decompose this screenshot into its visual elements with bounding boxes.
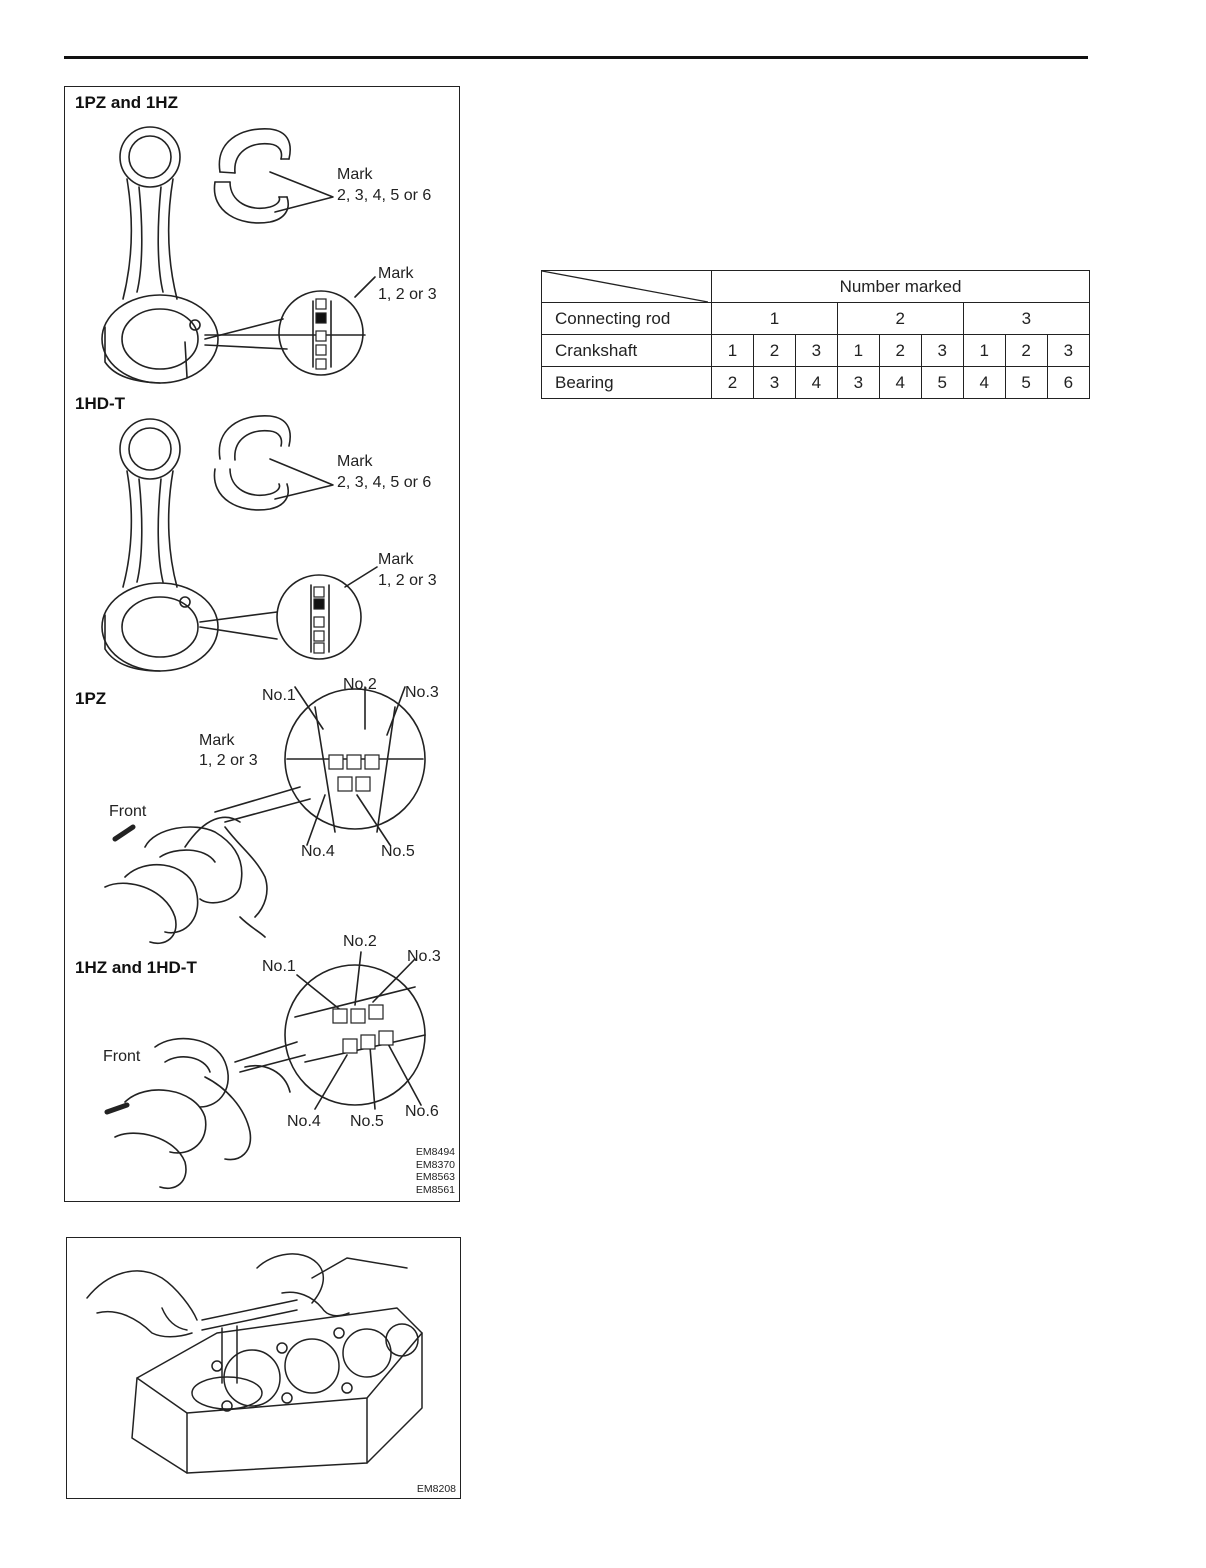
position-label-no5: No.5	[350, 1113, 384, 1130]
crankshaft-drawing-2	[114, 1037, 291, 1189]
bearing-mark-label: Mark	[337, 166, 373, 183]
bearing-mark-illustration	[101, 126, 426, 1189]
table-row: Crankshaft 1 2 3 1 2 3 1 2 3	[541, 334, 1091, 367]
section-heading-1pz: 1PZ	[75, 689, 107, 708]
bearing-shells-2	[213, 415, 334, 511]
table-cell: 3	[752, 366, 796, 399]
crankshaft-drawing-1	[104, 816, 268, 944]
bearing-shells-1	[213, 128, 334, 224]
table-cell: 2	[711, 366, 754, 399]
row-label: Crankshaft	[541, 334, 712, 367]
magnifier-circle-4	[284, 964, 426, 1106]
diagonal-line	[542, 271, 708, 302]
table-cell: 3	[962, 302, 1091, 335]
figure-code: EM8208	[416, 1482, 456, 1495]
table-cell: 2	[836, 302, 964, 335]
engine-block-outline	[131, 1307, 423, 1474]
row-label: Bearing	[541, 366, 712, 399]
rod-mark-label: Mark	[378, 551, 414, 568]
rod-mark-values: 1, 2 or 3	[378, 572, 437, 589]
bearing-tool	[191, 1376, 263, 1410]
bearing-mark-label: Mark	[337, 453, 373, 470]
position-label-no3: No.3	[405, 684, 439, 701]
section-heading-1pz-1hz: 1PZ and 1HZ	[75, 93, 178, 112]
tool-shaft	[221, 1325, 238, 1384]
figure-code: EM8370	[415, 1158, 455, 1171]
table-cell: 4	[878, 366, 922, 399]
position-label-no4: No.4	[287, 1113, 321, 1130]
table-corner-cell	[541, 270, 712, 303]
table-cell: 5	[1004, 366, 1048, 399]
connecting-rod-drawing-1	[101, 126, 366, 384]
rod-mark-label: Mark	[378, 265, 414, 282]
left-hand	[86, 1270, 198, 1321]
connecting-rod-drawing-2	[101, 418, 278, 672]
table-cell: 1	[962, 334, 1006, 367]
figure-code: EM8494	[415, 1146, 455, 1158]
table-cell: 6	[1046, 366, 1091, 399]
table-cell: 3	[794, 334, 838, 367]
front-label: Front	[103, 1048, 141, 1065]
section-heading-1hd-t: 1HD-T	[75, 394, 126, 413]
table-row: Bearing 2 3 4 3 4 5 4 5 6	[541, 366, 1091, 399]
table-cell: 4	[794, 366, 838, 399]
figure-code: EM8563	[415, 1171, 455, 1183]
magnifier-circle-2	[276, 574, 362, 660]
front-label: Front	[109, 803, 147, 820]
position-label-no4: No.4	[301, 843, 335, 860]
table-header-row: Number marked	[541, 270, 1090, 303]
header-rule	[64, 56, 1088, 59]
table-cell: 5	[920, 366, 964, 399]
table-cell: 4	[962, 366, 1006, 399]
magnifier-circle-1	[278, 290, 364, 376]
position-label-no1: No.1	[262, 958, 296, 975]
position-label-no5: No.5	[381, 843, 415, 860]
figure-code: EM8561	[415, 1183, 455, 1196]
table-cell: 3	[920, 334, 964, 367]
table-row: Connecting rod 1 2 3	[541, 302, 1091, 335]
cylinder-bore	[342, 1328, 392, 1378]
table-cell: 3	[1046, 334, 1091, 367]
table-cell: 3	[836, 366, 880, 399]
table-cell: 2	[1004, 334, 1048, 367]
table-cell: 1	[711, 302, 838, 335]
figure-codes: EM8494 EM8370 EM8563 EM8561	[416, 1146, 455, 1196]
position-label-no3: No.3	[407, 948, 441, 965]
magnifier-circle-3	[284, 688, 426, 830]
position-label-no2: No.2	[343, 676, 377, 693]
table-header: Number marked	[711, 270, 1090, 303]
position-label-no6: No.6	[405, 1103, 439, 1120]
number-marked-table: Number marked Connecting rod 1 2 3 Crank…	[541, 270, 1091, 399]
table-cell: 2	[878, 334, 922, 367]
position-label-no1: No.1	[262, 687, 296, 704]
tool-handle	[201, 1299, 298, 1331]
rod-mark-values: 1, 2 or 3	[378, 286, 437, 303]
cylinder-bore	[385, 1323, 419, 1357]
row-label: Connecting rod	[541, 302, 712, 335]
right-hand	[256, 1253, 324, 1304]
bearing-mark-figure: 1PZ and 1HZ Mark 2, 3, 4, 5 or 6 Mark 1,…	[64, 86, 460, 1202]
engine-block-figure: EM8208	[66, 1237, 461, 1499]
bearing-mark-values: 2, 3, 4, 5 or 6	[337, 474, 432, 491]
cylinder-bore	[284, 1338, 340, 1394]
crank-mark-values: 1, 2 or 3	[199, 752, 258, 769]
bearing-mark-values: 2, 3, 4, 5 or 6	[337, 187, 432, 204]
table-cell: 2	[752, 334, 796, 367]
table-cell: 1	[711, 334, 754, 367]
section-heading-1hz-1hd-t: 1HZ and 1HD-T	[75, 958, 197, 977]
table-cell: 1	[836, 334, 880, 367]
crank-mark-label: Mark	[199, 732, 235, 749]
position-label-no2: No.2	[343, 933, 377, 950]
engine-block-illustration	[86, 1253, 423, 1474]
cylinder-bore	[223, 1349, 281, 1407]
